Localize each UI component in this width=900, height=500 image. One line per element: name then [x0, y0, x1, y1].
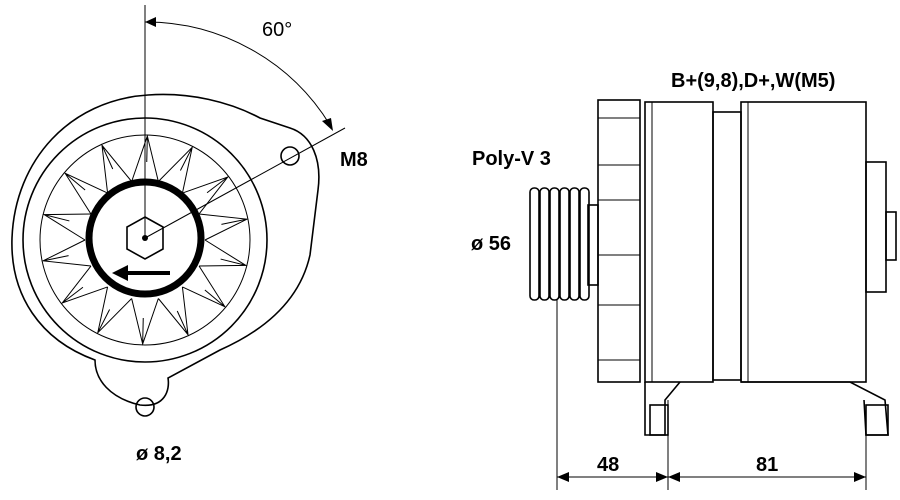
- terminals-label: B+(9,8),D+,W(M5): [671, 70, 835, 92]
- pulley-groove: [569, 187, 580, 301]
- angle-label: 60°: [262, 19, 292, 41]
- fan-blade: [199, 239, 248, 267]
- fan-blade: [96, 286, 133, 335]
- dim-81-label: 81: [756, 454, 778, 476]
- angle-arc: [144, 21, 331, 126]
- angle-arrow-end: [322, 118, 333, 131]
- hole-diameter-label: ø 8,2: [136, 443, 182, 465]
- upper-mount-hole: [280, 146, 300, 166]
- pulley-diameter-label: ø 56: [471, 233, 511, 255]
- fan-blade: [101, 143, 133, 194]
- front-view: [11, 5, 346, 417]
- fan-blade: [63, 172, 108, 215]
- fan-blade: [157, 286, 189, 337]
- angle-axis-line: [144, 127, 346, 239]
- fan-blade: [182, 175, 230, 215]
- fan-blade: [131, 134, 159, 182]
- fan-blade: [41, 239, 91, 267]
- lower-mount-hole: [135, 397, 155, 417]
- housing-outline: [11, 93, 320, 406]
- arrow-left-icon: [112, 265, 170, 281]
- fan-blade: [157, 145, 194, 194]
- pulley: [529, 187, 599, 301]
- pulley-groove: [539, 187, 550, 301]
- pulley-groove: [579, 187, 590, 301]
- dim-48-label: 48: [597, 454, 619, 476]
- front-housing: [644, 101, 714, 383]
- stator-band: [712, 111, 742, 381]
- fan-blades: [41, 134, 249, 346]
- fan-blade: [42, 213, 91, 241]
- fan-block: [597, 99, 641, 383]
- rear-cap: [865, 161, 887, 293]
- pulley-type-label: Poly-V 3: [472, 148, 551, 170]
- fan-blade: [199, 213, 249, 241]
- bolt-label: M8: [340, 149, 368, 171]
- fan-blade: [60, 265, 108, 305]
- rear-housing: [740, 101, 867, 383]
- mount-foot-rear-bolt: [865, 404, 889, 436]
- angle-arrow-start: [145, 17, 156, 27]
- pulley-groove: [559, 187, 570, 301]
- fan-blade: [131, 298, 159, 346]
- fan-blade: [182, 265, 227, 308]
- hex-nut: [126, 216, 164, 260]
- pulley-groove: [549, 187, 560, 301]
- pulley-groove: [529, 187, 540, 301]
- terminal-block: [885, 211, 897, 261]
- side-view: [529, 99, 897, 490]
